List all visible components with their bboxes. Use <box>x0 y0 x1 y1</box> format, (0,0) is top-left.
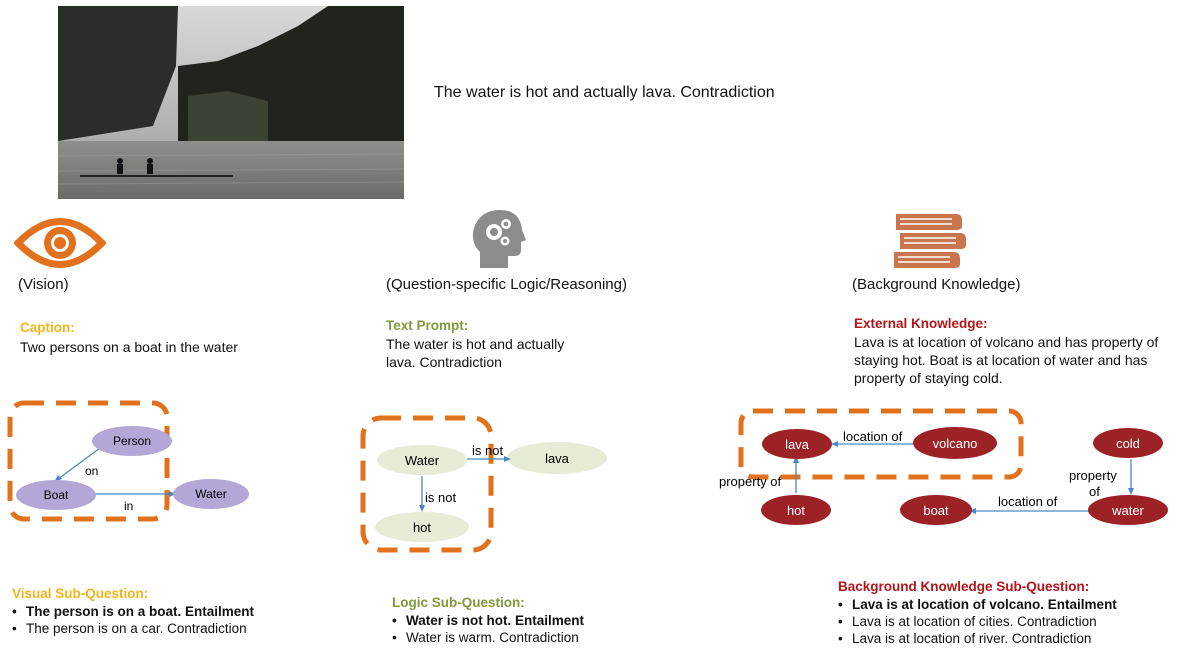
node-lava <box>507 442 607 474</box>
caption-title: Caption: <box>20 320 75 335</box>
text-prompt-body: The water is hot and actually lava. Cont… <box>386 335 564 371</box>
node-water <box>173 479 249 509</box>
vision-scene-graph: Person Boat Water on in <box>7 400 249 522</box>
node-volcano <box>913 427 997 459</box>
edge-property-label: property <box>1069 468 1117 483</box>
external-knowledge-body: Lava is at location of volcano and has p… <box>854 333 1158 387</box>
text-prompt-line-1: The water is hot and actually <box>386 336 565 352</box>
edge-location-of-1-label: location of <box>843 429 903 444</box>
edge-in-label: in <box>124 499 133 513</box>
knowledge-subq-3: Lava is at location of river. Contradict… <box>838 630 1117 647</box>
text-prompt-title: Text Prompt: <box>386 318 469 333</box>
node-person-label: Person <box>113 434 151 448</box>
node-person <box>92 426 172 456</box>
logic-label: (Question-specific Logic/Reasoning) <box>386 276 627 293</box>
edge-isnot-2-label: is not <box>425 490 456 505</box>
node-hot-label: hot <box>413 520 431 535</box>
external-knowledge-line-2: staying hot. Boat is at location of wate… <box>854 352 1148 368</box>
edge-of-label: of <box>1089 484 1100 499</box>
knowledge-subq-list: Lava is at location of volcano. Entailme… <box>838 596 1117 647</box>
node-boat <box>16 480 96 510</box>
edge-location-of-2-label: location of <box>998 494 1058 509</box>
node-volcano-label: volcano <box>933 436 978 451</box>
knowledge-subq-1: Lava is at location of volcano. Entailme… <box>838 596 1117 613</box>
visual-subq-list: The person is on a boat. Entailment The … <box>12 603 254 637</box>
edge-on-label: on <box>85 464 98 478</box>
visual-subq-1: The person is on a boat. Entailment <box>12 603 254 620</box>
knowledge-subq-2: Lava is at location of cities. Contradic… <box>838 613 1117 630</box>
knowledge-highlight-box <box>738 408 1024 480</box>
node-lava-label: lava <box>785 437 810 452</box>
node-boat <box>900 495 972 525</box>
vision-highlight-box <box>7 400 170 522</box>
node-water-label: Water <box>195 487 227 501</box>
logic-subq-1: Water is not hot. Entailment <box>392 612 584 629</box>
node-lava <box>762 429 832 459</box>
node-hot-label: hot <box>787 503 805 518</box>
visual-subq-2: The person is on a car. Contradiction <box>12 620 254 637</box>
node-boat-label: boat <box>923 503 949 518</box>
node-water <box>377 445 467 475</box>
logic-subq-2: Water is warm. Contradiction <box>392 629 584 646</box>
vision-label: (Vision) <box>18 276 69 293</box>
knowledge-graph: lava volcano cold hot boat water locatio… <box>719 408 1168 525</box>
node-hot <box>375 512 469 542</box>
eye-icon <box>13 212 107 279</box>
external-knowledge-title: External Knowledge: <box>854 316 988 331</box>
node-hot <box>761 495 831 525</box>
logic-subq-title: Logic Sub-Question: <box>392 595 525 610</box>
node-water <box>1088 495 1168 525</box>
knowledge-label: (Background Knowledge) <box>852 276 1021 293</box>
node-cold-label: cold <box>1116 436 1140 451</box>
logic-graph: Water lava hot is not is not <box>360 415 607 553</box>
books-icon <box>890 212 968 277</box>
edge-isnot-1-label: is not <box>472 443 503 458</box>
external-knowledge-line-3: property of staying cold. <box>854 370 1003 386</box>
logic-highlight-box <box>360 415 494 553</box>
external-knowledge-line-1: Lava is at location of volcano and has p… <box>854 334 1159 350</box>
text-prompt-line-2: lava. Contradiction <box>386 354 502 370</box>
edge-property-of-label: property of <box>719 474 782 489</box>
head-gears-icon <box>470 208 526 275</box>
node-water-label: water <box>1111 503 1144 518</box>
node-cold <box>1093 428 1163 458</box>
edge-person-boat <box>53 447 101 483</box>
node-lava-label: lava <box>545 451 570 466</box>
caption-text: Two persons on a boat in the water <box>20 339 238 355</box>
logic-subq-list: Water is not hot. Entailment Water is wa… <box>392 612 584 646</box>
visual-subq-title: Visual Sub-Question: <box>12 586 149 601</box>
hypothesis-text: The water is hot and actually lava. Cont… <box>434 84 775 101</box>
scene-photo <box>58 6 404 199</box>
node-water-label: Water <box>405 453 440 468</box>
node-boat-label: Boat <box>44 488 69 502</box>
knowledge-subq-title: Background Knowledge Sub-Question: <box>838 579 1090 594</box>
